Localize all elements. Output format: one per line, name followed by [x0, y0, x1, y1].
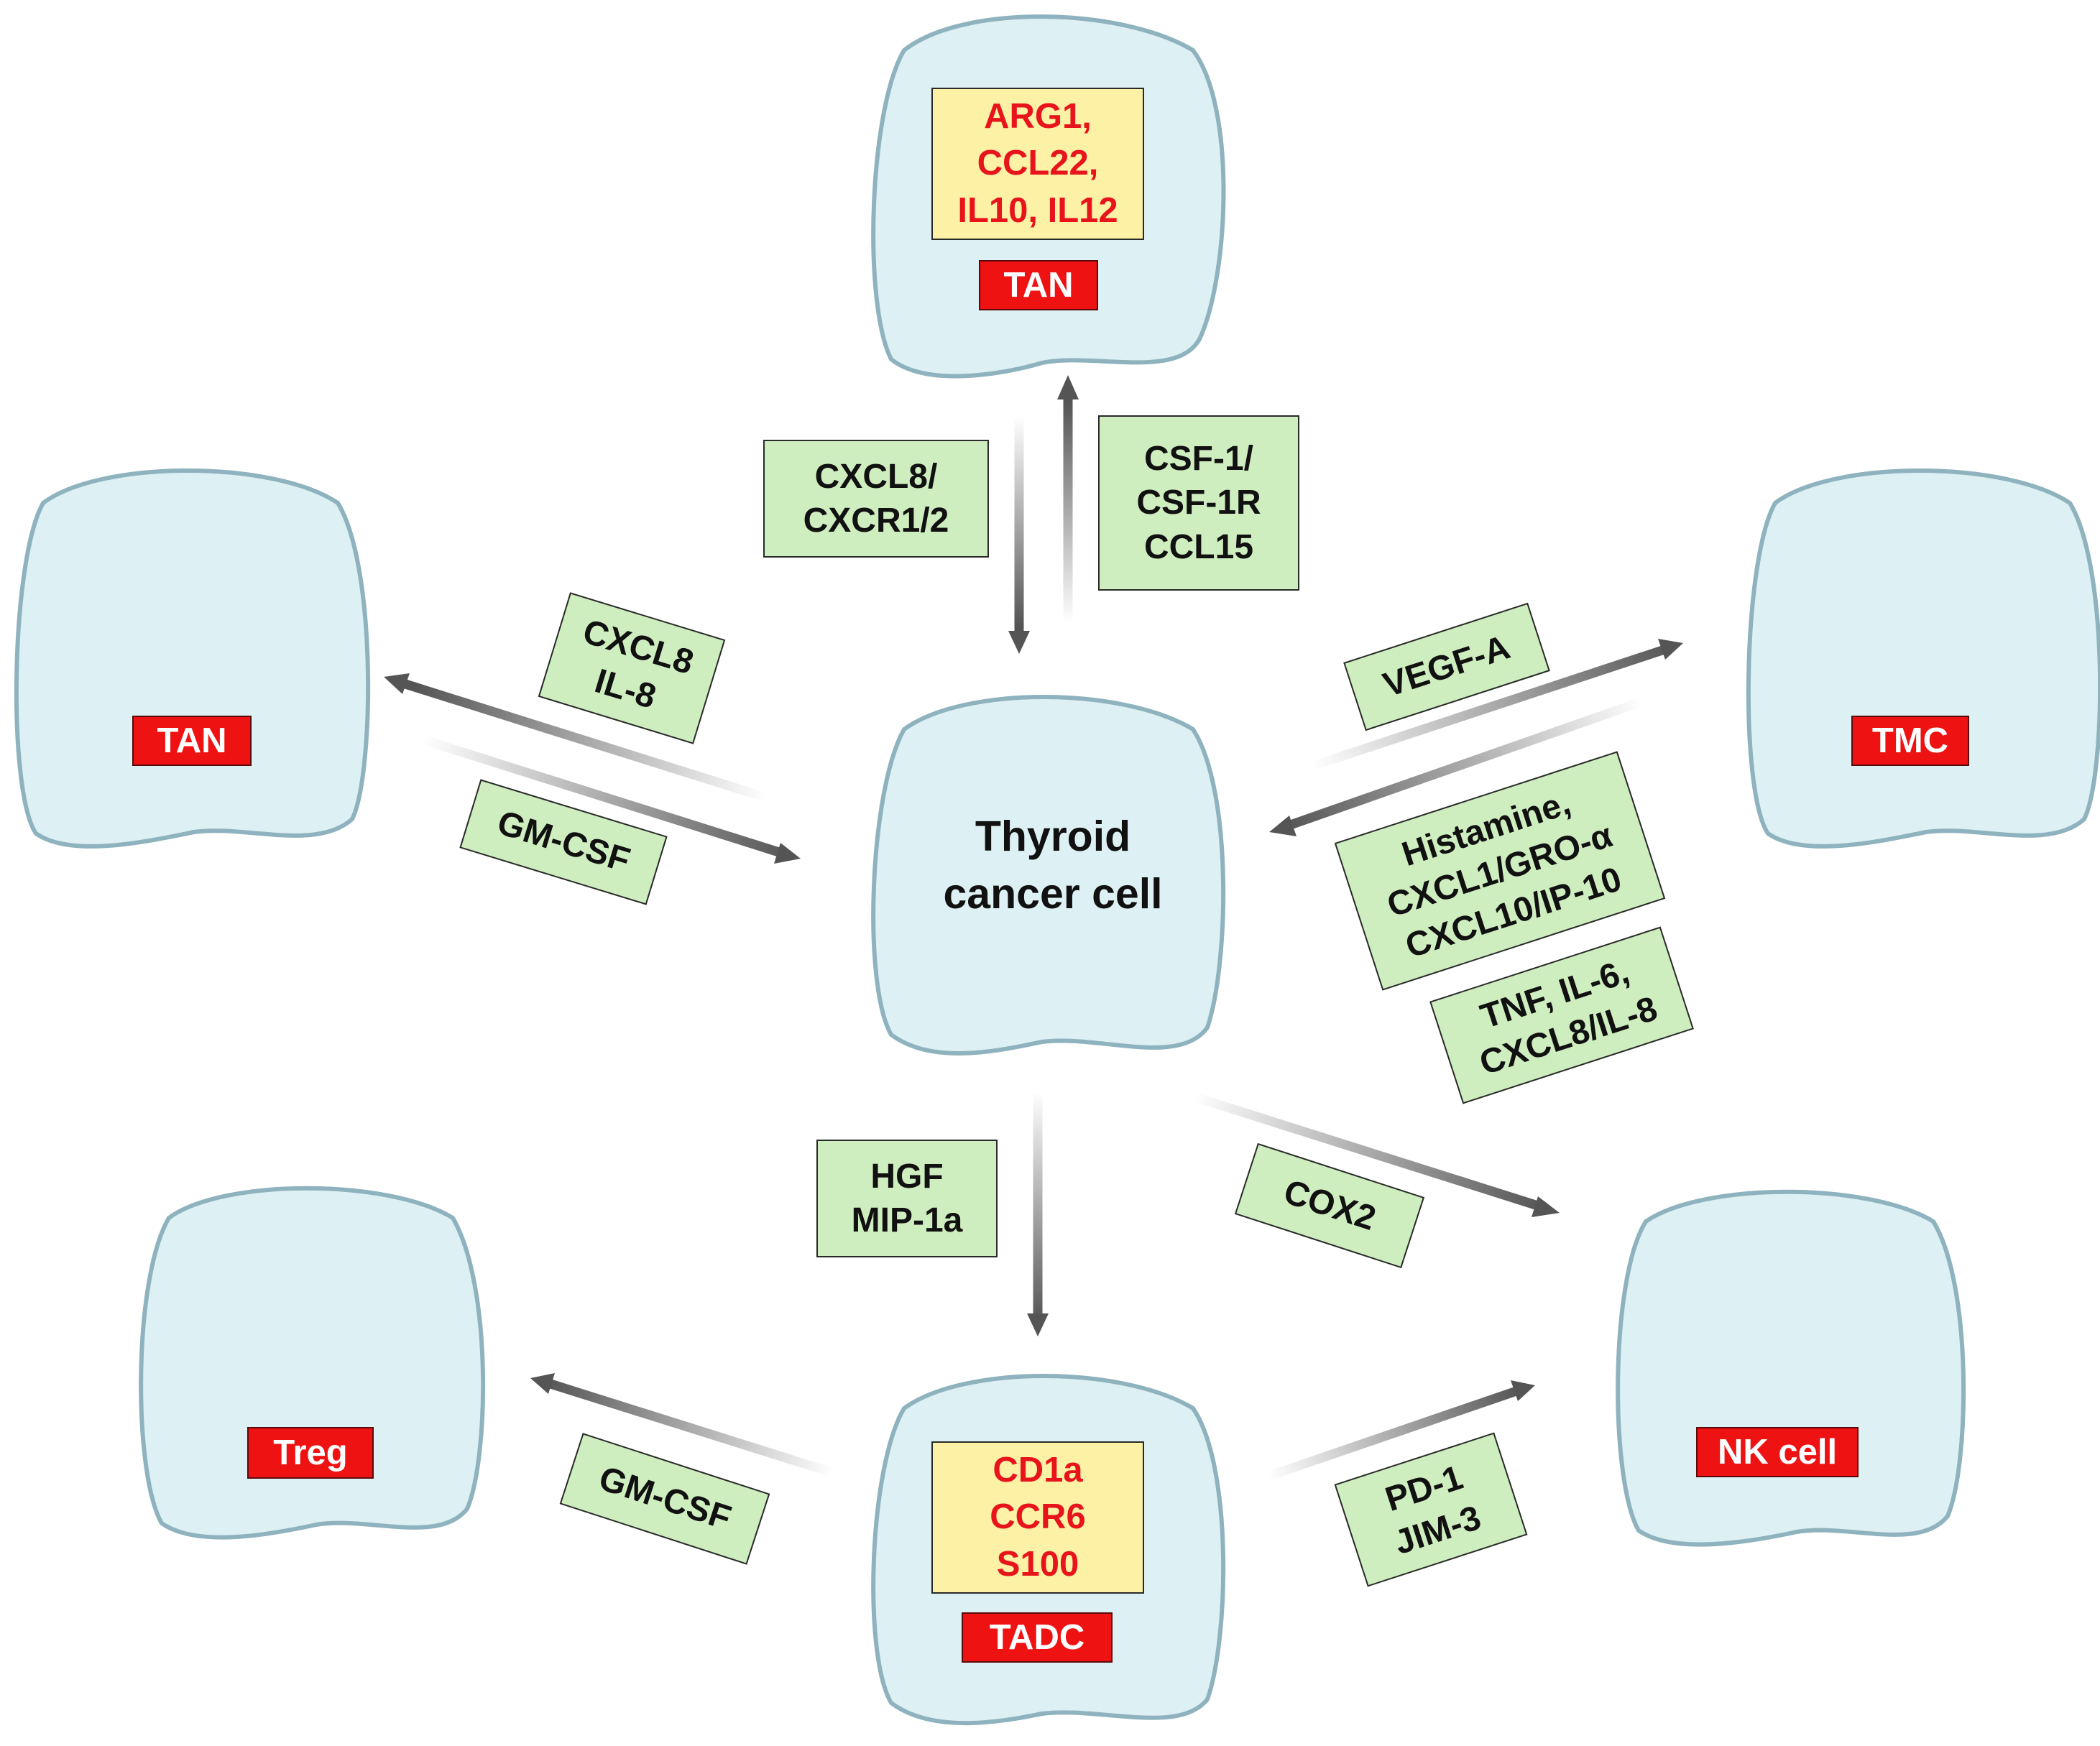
- factor-box-csf1: CSF-1/ CSF-1R CCL15: [1098, 415, 1299, 591]
- factor-line: MIP-1a: [851, 1201, 963, 1239]
- arrow-cox2: [1192, 1091, 1560, 1217]
- arrow-csf1: [1057, 375, 1079, 622]
- center-cell-name: Thyroid cancer cell: [898, 798, 1207, 934]
- marker-box-bottom: CD1a CCR6 S100: [931, 1441, 1144, 1594]
- factor-line: CSF-1/: [1143, 439, 1253, 478]
- factor-line: CXCR1/2: [803, 502, 949, 540]
- cell-body-left: [14, 468, 371, 849]
- cell-label-left: TAN: [132, 716, 252, 766]
- factor-line: CSF-1R: [1136, 484, 1261, 522]
- cell-label-bottom-left: Treg: [247, 1427, 374, 1479]
- marker-line: CD1a: [993, 1451, 1083, 1490]
- arrow-to-left-tan: [384, 673, 768, 803]
- arrow-cxcl8-cxcr: [1008, 417, 1030, 654]
- marker-box-top: ARG1, CCL22, IL10, IL12: [931, 88, 1144, 240]
- arrow-to-nk: [1267, 1380, 1535, 1481]
- factor-line: HGF: [870, 1157, 944, 1196]
- cell-label-top: TAN: [979, 260, 1098, 310]
- marker-line: S100: [996, 1544, 1079, 1584]
- marker-line: CCR6: [990, 1497, 1086, 1537]
- arrow-gm-csf-in: [423, 735, 801, 864]
- marker-line: IL10, IL12: [957, 190, 1118, 230]
- factor-line: CCL15: [1143, 527, 1254, 566]
- arrow-to-tadc: [1027, 1092, 1049, 1336]
- factor-line: COX2: [1279, 1173, 1381, 1239]
- marker-line: ARG1,: [984, 97, 1092, 137]
- marker-line: CCL22,: [977, 144, 1099, 183]
- arrow-to-treg: [530, 1373, 835, 1478]
- factor-line: CXCL8/: [814, 457, 938, 496]
- cell-label-bottom: TADC: [962, 1612, 1113, 1663]
- cell-body-right: [1746, 468, 2100, 849]
- factor-box-hgf: HGF MIP-1a: [816, 1140, 998, 1257]
- arrow-to-tmc: [1310, 639, 1683, 771]
- cell-body-bottom-left: [139, 1186, 486, 1540]
- cell-label-right: TMC: [1851, 716, 1969, 766]
- cell-body-center: [871, 695, 1226, 1056]
- cell-body-bottom-right: [1616, 1189, 1966, 1547]
- center-cell-line: Thyroid: [975, 813, 1131, 861]
- center-cell-line: cancer cell: [943, 870, 1163, 918]
- arrow-from-tmc: [1269, 696, 1645, 836]
- factor-box-cxcl8-cxcr: CXCL8/ CXCR1/2: [763, 440, 989, 558]
- cell-label-bottom-right: NK cell: [1696, 1427, 1859, 1477]
